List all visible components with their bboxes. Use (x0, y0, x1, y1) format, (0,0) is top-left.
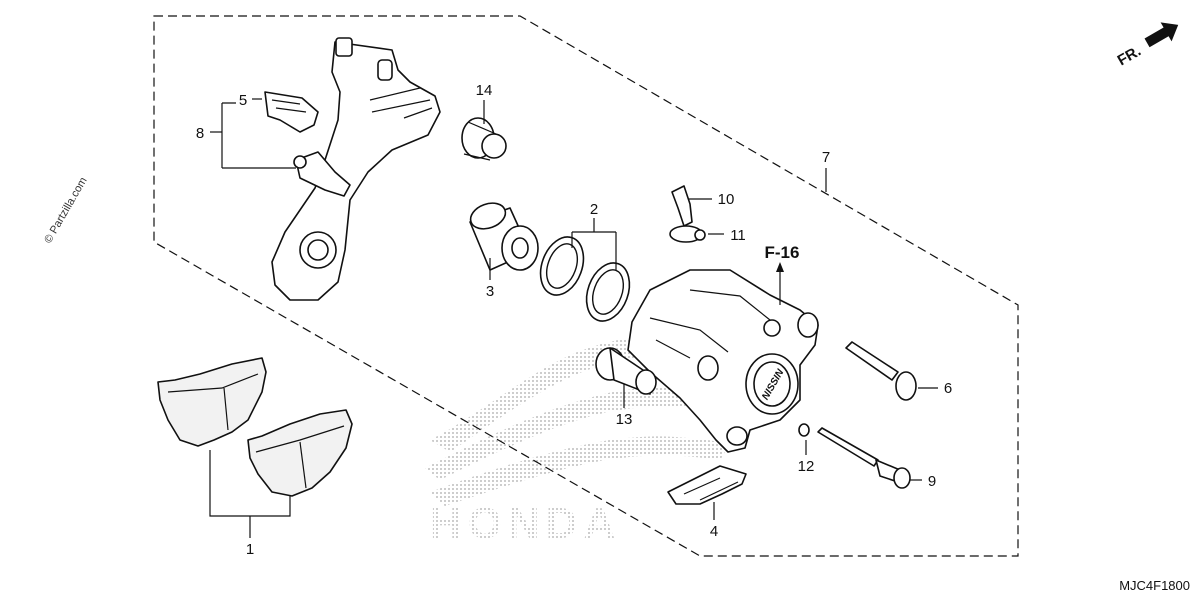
pin-part (817, 427, 911, 489)
callout-8: 8 (196, 125, 204, 142)
pad-spring-part (264, 91, 319, 133)
caliper-assembly-boundary (153, 15, 1019, 557)
washer-part (798, 423, 810, 437)
reference-arrow-icon (776, 262, 784, 272)
caliper-body-part: NISSIN (627, 269, 819, 453)
callout-11: 11 (730, 227, 746, 244)
boot-part (461, 117, 507, 161)
piston-part (469, 202, 539, 271)
pad-retainer-part (667, 465, 747, 505)
callout-14: 14 (476, 82, 493, 99)
callout-13: 13 (616, 411, 633, 428)
callout-labels: 1 2 3 4 5 6 7 8 9 10 11 12 13 14 (196, 82, 952, 558)
bolt-part (595, 347, 657, 395)
callout-12: 12 (798, 458, 815, 475)
section-reference: F-16 (765, 243, 800, 272)
callout-3: 3 (486, 283, 494, 300)
caliper-bracket-part (271, 37, 441, 301)
background-brand: HONDA (430, 499, 621, 548)
callout-5: 5 (239, 92, 247, 109)
callout-7: 7 (822, 149, 830, 166)
front-indicator: FR. (1115, 22, 1179, 70)
brake-pad-set-part (157, 357, 353, 497)
callout-1: 1 (246, 541, 254, 558)
pad-pin-part (845, 341, 917, 401)
callout-9: 9 (928, 473, 936, 490)
callout-6: 6 (944, 380, 952, 397)
callout-2: 2 (590, 201, 598, 218)
reference-label: F-16 (765, 243, 800, 262)
callout-10: 10 (718, 191, 735, 208)
diagram-code: MJC4F1800 (1119, 578, 1190, 593)
piston-seal-set-part (539, 236, 631, 322)
front-arrow-icon (1144, 22, 1179, 48)
front-indicator-label: FR. (1115, 43, 1144, 70)
bleeder-cap-part (669, 225, 706, 243)
side-watermark: © Partzilla.com (42, 175, 89, 245)
callout-4: 4 (710, 523, 718, 540)
bleeder-screw-part (671, 185, 693, 227)
